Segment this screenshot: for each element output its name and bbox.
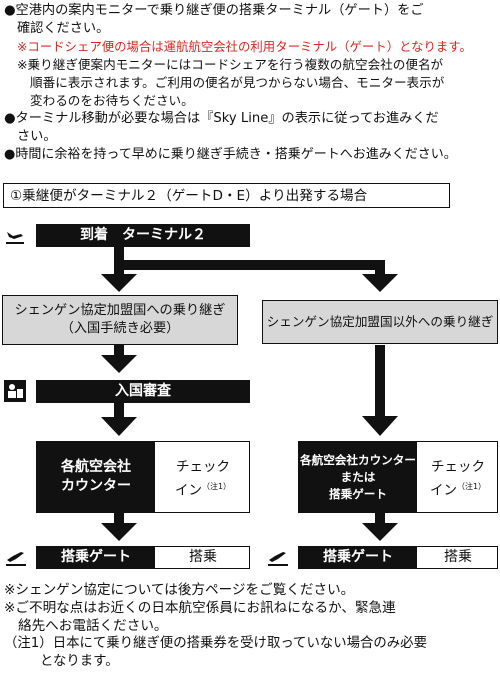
- departure-plane-icon-right: [266, 546, 290, 568]
- left-counter-line2: カウンター: [61, 478, 131, 494]
- left-checkin-line1: チェック: [176, 459, 230, 475]
- codeshare-red-note: ※コードシェア便の場合は運航航空会社の利用ターミナル（ゲート）となります。: [17, 39, 472, 54]
- split-bar: [114, 260, 385, 270]
- right-airline-counter: 各航空会社カウンター または 搭乗ゲート: [299, 442, 417, 512]
- left-arrow-head-3: [101, 417, 137, 436]
- section-title: ①乗継便がターミナル２（ゲートD・E）より出発する場合: [10, 188, 368, 204]
- right-arrow-head-1: [362, 274, 398, 292]
- right-counter-line3: 搭乗ゲート: [329, 487, 387, 501]
- section-title-box: ①乗継便がターミナル２（ゲートD・E）より出発する場合: [3, 183, 450, 208]
- right-gate-row: 搭乗ゲート 搭乗: [298, 546, 498, 569]
- schengen-transfer-line2: （入国手続き必要）: [60, 321, 180, 336]
- right-checkin-line2: イン: [429, 482, 457, 499]
- footer-note-contact-line1: ※ご不明な点はお近くの日本航空係員にお訊ねになるか、緊急連: [4, 600, 396, 616]
- schengen-transfer-box: シェンゲン協定加盟国への乗り継ぎ （入国手続き必要）: [2, 295, 238, 345]
- left-drop: [114, 268, 124, 276]
- left-airline-counter: 各航空会社 カウンター: [37, 442, 155, 512]
- intro-bullet-2-line1: ●ターミナル移動が必要な場合は『Sky Line』の表示に従ってお進みくだ: [4, 111, 439, 126]
- left-arrow-head-1: [101, 274, 137, 292]
- intro-bullet-1-line1: ●空港内の案内モニターで乗り継ぎ便の搭乗ターミナル（ゲート）をご: [4, 3, 424, 18]
- left-checkin-note-mark: （注1）: [201, 482, 232, 491]
- right-arrow-head-2: [362, 416, 398, 436]
- left-boarding-gate: 搭乗ゲート: [37, 547, 155, 568]
- left-arrow-head-4: [101, 523, 137, 541]
- right-checkin-label: チェック イン（注1）: [419, 458, 497, 501]
- immigration-officer-icon: [4, 380, 26, 402]
- monitor-note-line3: 変わるのをお待ちください。: [30, 93, 194, 108]
- arrival-stem: [114, 247, 124, 262]
- monitor-note-line1: ※乗り継ぎ便案内モニターにはコードシェアを行う複数の航空会社の便名が: [17, 57, 444, 72]
- right-counter-line1: 各航空会社カウンター: [300, 453, 416, 467]
- right-checkin-line1: チェック: [431, 459, 485, 475]
- arrival-terminal-box: 到着 ターミナル２: [36, 224, 250, 247]
- left-gate-row: 搭乗ゲート 搭乗: [36, 546, 250, 569]
- right-arrow-head-3: [362, 523, 398, 541]
- right-stem-3: [375, 513, 385, 525]
- left-counter-line1: 各航空会社: [61, 459, 131, 475]
- left-arrow-head-2: [101, 355, 137, 373]
- right-drop: [375, 268, 385, 276]
- right-counter-checkin-group: 各航空会社カウンター または 搭乗ゲート チェック イン（注1）: [298, 441, 498, 513]
- right-stem-2: [375, 345, 385, 418]
- intro-bullet-3: ●時間に余裕を持って早めに乗り継ぎ手続き・搭乗ゲートへお進みください。: [4, 147, 457, 162]
- non-schengen-transfer-box: シェンゲン協定加盟国以外への乗り継ぎ: [262, 300, 498, 344]
- left-stem-4: [114, 513, 124, 525]
- footer-note-1-line1: （注1）日本にて乗り継ぎ便の搭乗券を受け取っていない場合のみ必要: [4, 636, 427, 651]
- left-boarding-label: 搭乗: [189, 549, 217, 565]
- monitor-note-line2: 順番に表示されます。ご利用の便名が見つからない場合、モニター表示が: [30, 75, 445, 90]
- left-stem-2: [114, 345, 124, 357]
- footer-note-1-line2: となります。: [40, 654, 119, 669]
- right-boarding-label: 搭乗: [444, 549, 472, 565]
- left-checkin-line2: イン: [174, 482, 202, 499]
- left-counter-checkin-group: 各航空会社 カウンター チェック イン（注1）: [36, 441, 250, 513]
- footer-note-schengen: ※シェンゲン協定については後方ページをご覧ください。: [4, 582, 355, 598]
- immigration-box: 入国審査: [36, 380, 250, 403]
- footer-note-contact-line2: 絡先へお電話ください。: [18, 618, 168, 634]
- right-boarding-gate: 搭乗ゲート: [299, 547, 417, 568]
- right-checkin-note-mark: （注1）: [456, 482, 487, 491]
- left-checkin-label: チェック イン（注1）: [157, 458, 249, 501]
- arrival-plane-icon: [4, 224, 26, 246]
- schengen-transfer-line1: シェンゲン協定加盟国への乗り継ぎ: [14, 303, 226, 318]
- intro-bullet-2-line2: さい。: [17, 129, 57, 144]
- left-stem-3: [114, 403, 124, 419]
- intro-bullet-1-line2: 確認ください。: [17, 21, 110, 36]
- right-counter-line2: または: [340, 470, 376, 484]
- departure-plane-icon: [4, 546, 28, 568]
